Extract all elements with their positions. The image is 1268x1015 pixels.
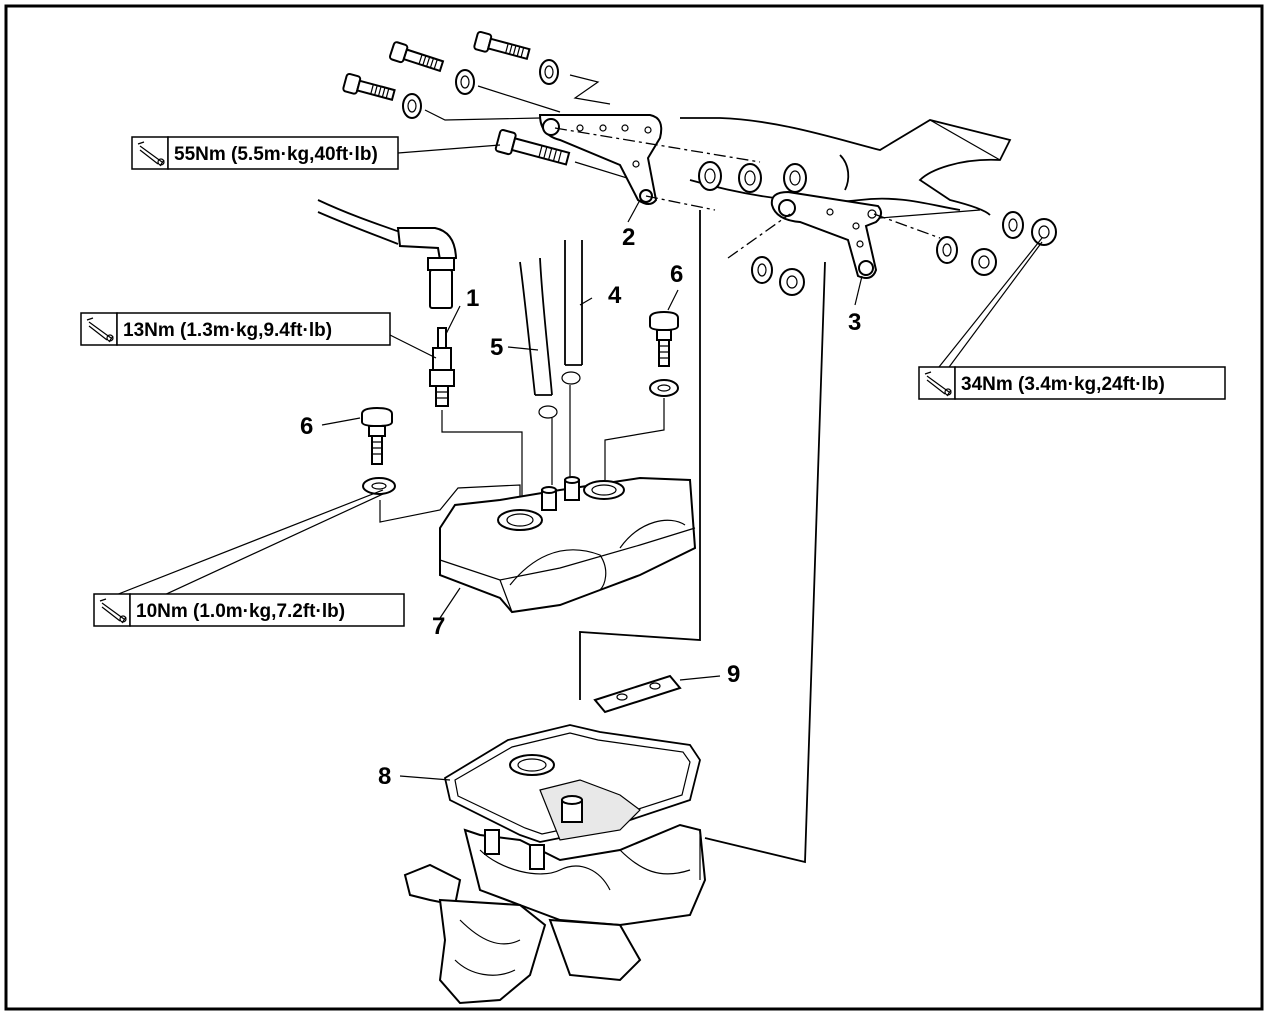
- nuts-washers-right: [751, 211, 1057, 296]
- callout-8: 8: [378, 763, 391, 790]
- torque-spec-34nm: 34Nm (3.4m·kg,24ft·lb): [918, 366, 1226, 400]
- torque-spec-13nm-text: 13Nm (1.3m·kg,9.4ft·lb): [123, 320, 332, 341]
- cylinder-head-cover: [439, 476, 697, 614]
- frame-tubes: [680, 117, 1012, 216]
- callout-6-left: 6: [300, 413, 313, 440]
- callout-3: 3: [848, 309, 861, 336]
- nuts-washers-middle: [698, 161, 807, 193]
- callout-6-right: 6: [670, 261, 683, 288]
- torque-wrench-icon: [99, 598, 127, 624]
- callout-5: 5: [490, 334, 503, 361]
- washers-top: [402, 59, 559, 119]
- callout-1: 1: [466, 285, 479, 312]
- torque-spec-55nm: 55Nm (5.5m·kg,40ft·lb): [131, 136, 399, 170]
- breather-hoses: [519, 240, 583, 419]
- torque-spec-55nm-text: 55Nm (5.5m·kg,40ft·lb): [174, 144, 378, 165]
- torque-spec-13nm: 13Nm (1.3m·kg,9.4ft·lb): [80, 312, 391, 346]
- torque-wrench-icon: [137, 141, 165, 167]
- head-cover-gasket: [443, 724, 701, 843]
- engine-bracket-3: [770, 190, 882, 279]
- cylinder-head: [403, 779, 707, 1005]
- diagram-border: [4, 4, 1264, 1011]
- callout-7: 7: [432, 613, 445, 640]
- torque-spec-34nm-text: 34Nm (3.4m·kg,24ft·lb): [961, 374, 1165, 395]
- torque-spec-10nm: 10Nm (1.0m·kg,7.2ft·lb): [93, 593, 405, 627]
- engine-mount-bolts: [342, 30, 571, 166]
- torque-spec-10nm-text: 10Nm (1.0m·kg,7.2ft·lb): [136, 601, 345, 622]
- engine-bracket-2: [538, 114, 663, 205]
- callout-4: 4: [608, 282, 622, 309]
- gasket-9: [593, 674, 682, 714]
- cover-bolt-6-right: [649, 310, 679, 397]
- leader-lines: [97, 144, 1043, 781]
- torque-wrench-icon: [86, 317, 114, 343]
- spark-plug: [429, 327, 455, 407]
- spark-plug-cap: [317, 199, 458, 309]
- callout-2: 2: [622, 224, 635, 251]
- callout-9: 9: [727, 661, 740, 688]
- torque-wrench-icon: [924, 371, 952, 397]
- cover-bolt-6-left: [361, 406, 396, 495]
